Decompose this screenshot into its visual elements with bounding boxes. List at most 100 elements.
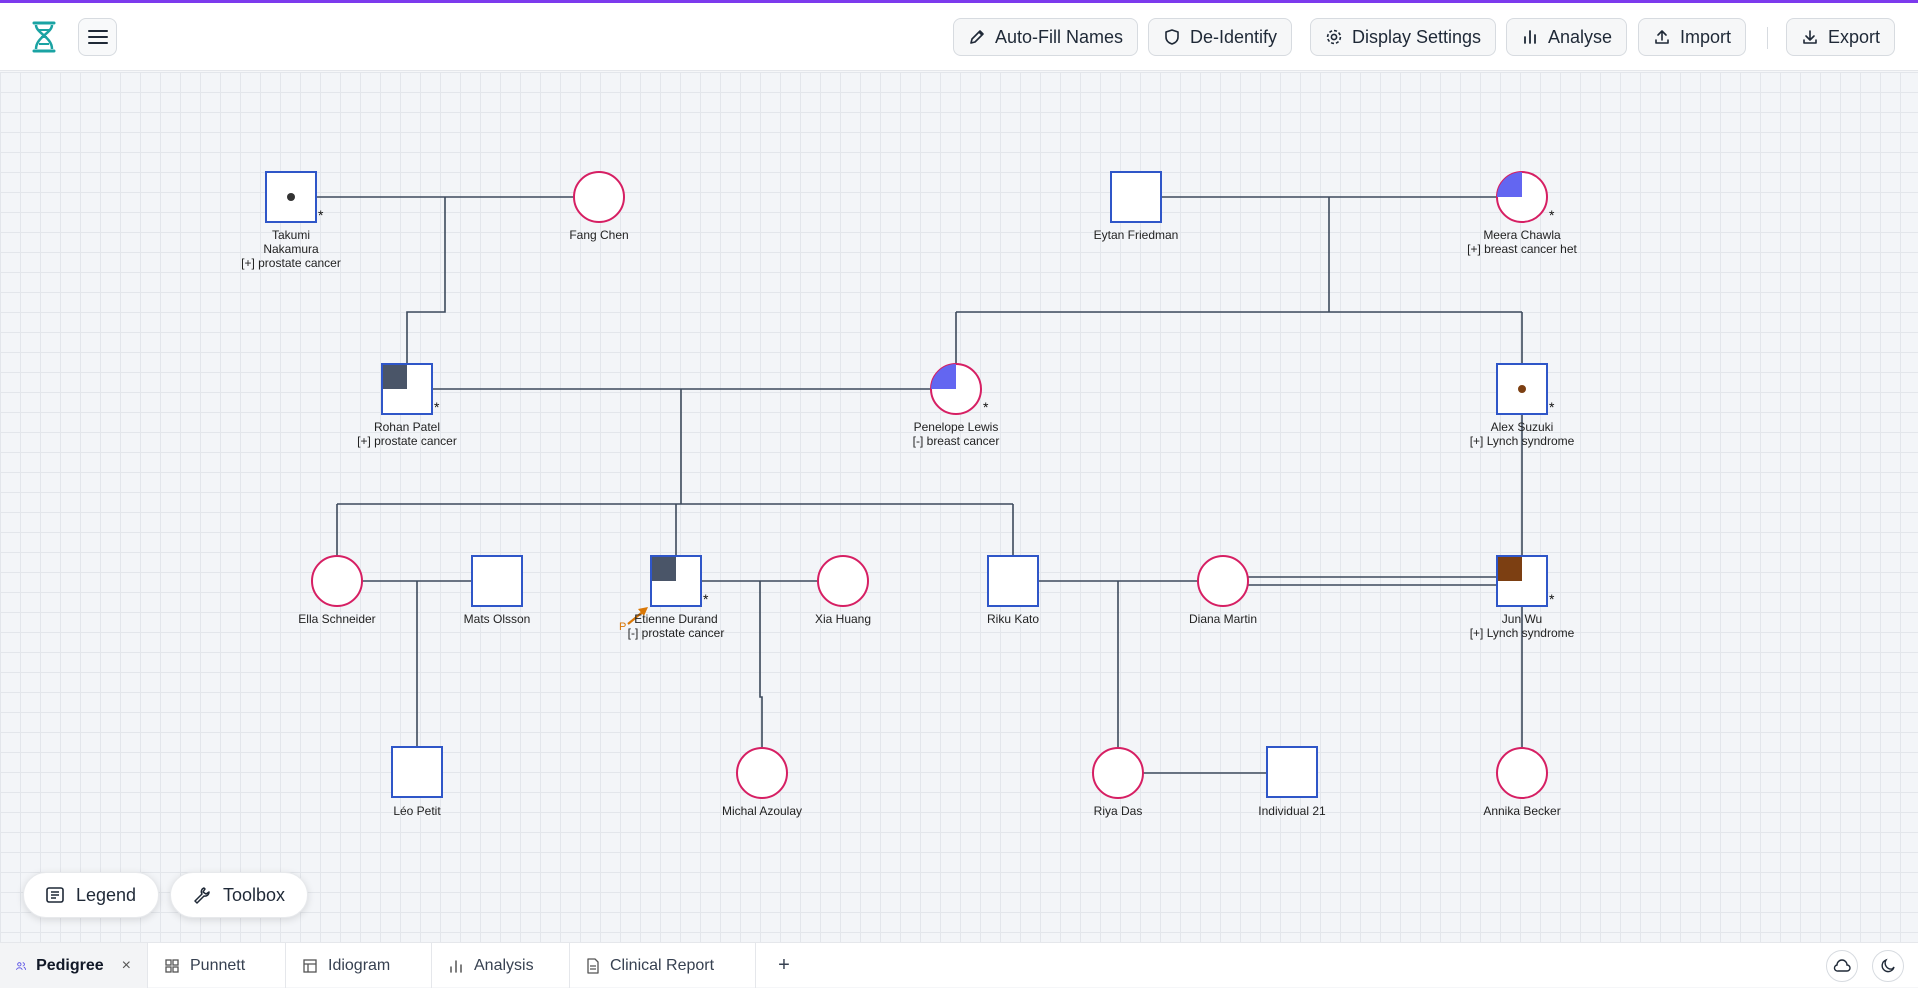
individual-note: [+] prostate cancer [357, 434, 457, 448]
individual-fang[interactable] [573, 171, 625, 223]
label-alex: Alex Suzuki [+] Lynch syndrome [1457, 420, 1587, 448]
moon-icon [1881, 958, 1895, 973]
de-identify-label: De-Identify [1190, 26, 1278, 47]
bar-chart-icon [1524, 30, 1536, 44]
tab-analysis[interactable]: Analysis [432, 943, 570, 988]
individual-name: Etienne Durand [634, 612, 718, 626]
tab-pedigree-label: Pedigree [36, 956, 104, 974]
individual-name: Xia Huang [814, 612, 872, 626]
gear-icon [1326, 29, 1342, 45]
individual-name: Michal Azoulay [721, 804, 803, 818]
individual-name: Mats Olsson [463, 612, 531, 626]
individual-jun[interactable]: * [1496, 555, 1555, 607]
individual-takumi[interactable]: * [265, 171, 324, 223]
individual-note: [+] breast cancer het [1467, 242, 1577, 256]
individual-ella[interactable] [311, 555, 363, 607]
cloud-sync-button[interactable] [1826, 950, 1858, 982]
individual-alex[interactable]: * [1496, 363, 1555, 415]
shield-icon [1165, 29, 1179, 45]
tab-punnett[interactable]: Punnett [148, 943, 286, 988]
wrench-icon [194, 887, 210, 904]
svg-text:P: P [619, 621, 626, 633]
svg-text:*: * [318, 207, 324, 223]
proband-arrow-icon: P [619, 607, 648, 633]
individual-name-line2: Nakamura [263, 242, 319, 256]
individual-penelope[interactable]: * [930, 363, 989, 415]
individual-riku[interactable] [987, 555, 1039, 607]
descent-line [406, 197, 446, 364]
individual-name: Jun Wu [1501, 612, 1543, 626]
individual-name: Takumi [271, 228, 310, 242]
auto-fill-names-button[interactable]: Auto-Fill Names [953, 18, 1139, 56]
label-jun: Jun Wu [+] Lynch syndrome [1457, 612, 1587, 640]
toolbox-button[interactable]: Toolbox [170, 872, 309, 918]
individual-annika[interactable] [1496, 747, 1548, 799]
toolbox-label: Toolbox [223, 884, 286, 905]
individual-note: [+] Lynch syndrome [1469, 626, 1575, 640]
accent-bar [0, 0, 1918, 3]
pencil-icon [970, 30, 984, 44]
label-fang: Fang Chen [539, 228, 659, 242]
document-icon [587, 957, 599, 974]
legend-label: Legend [76, 884, 137, 905]
individual-name: Eytan Friedman [1093, 228, 1179, 242]
svg-text:*: * [434, 399, 440, 415]
hamburger-icon [87, 30, 108, 44]
individual-note: [+] Lynch syndrome [1469, 434, 1575, 448]
individual-leo[interactable] [391, 746, 443, 798]
label-eytan: Eytan Friedman [1076, 228, 1196, 242]
label-riku: Riku Kato [953, 612, 1073, 626]
individual-etienne[interactable]: * [650, 555, 709, 607]
label-takumi: Takumi Nakamura [+] prostate cancer [231, 228, 351, 270]
individual-note: [+] prostate cancer [241, 256, 341, 270]
individual-name: Riya Das [1093, 804, 1143, 818]
label-etienne: Etienne Durand [-] prostate cancer [611, 612, 741, 640]
cloud-icon [1833, 959, 1851, 972]
label-diana: Diana Martin [1163, 612, 1283, 626]
close-tab-icon[interactable]: × [121, 956, 131, 974]
tab-punnett-label: Punnett [190, 956, 246, 974]
label-annika: Annika Becker [1462, 804, 1582, 818]
descent-line [759, 581, 763, 747]
display-settings-button[interactable]: Display Settings [1310, 18, 1497, 56]
auto-fill-names-label: Auto-Fill Names [995, 26, 1124, 47]
analyse-label: Analyse [1548, 26, 1613, 47]
individual-xia[interactable] [817, 555, 869, 607]
dark-mode-toggle[interactable] [1872, 950, 1904, 982]
individual-mats[interactable] [471, 555, 523, 607]
tab-pedigree[interactable]: Pedigree × [0, 943, 148, 988]
add-tab-button[interactable]: + [756, 943, 812, 988]
individual-name: Individual 21 [1258, 804, 1326, 818]
tab-analysis-label: Analysis [474, 956, 534, 974]
app-logo-icon[interactable] [26, 19, 62, 55]
import-button[interactable]: Import [1638, 18, 1747, 56]
individual-eytan[interactable] [1110, 171, 1162, 223]
top-toolbar: Auto-Fill Names De-Identify Display Sett… [0, 3, 1918, 71]
label-individual-21: Individual 21 [1232, 804, 1352, 818]
tab-clinical-report[interactable]: Clinical Report [570, 943, 756, 988]
export-button[interactable]: Export [1786, 18, 1896, 56]
de-identify-button[interactable]: De-Identify [1148, 18, 1293, 56]
individual-rohan[interactable]: * [381, 363, 440, 415]
pedigree-diagram: * * * * * [265, 171, 1555, 799]
legend-button[interactable]: Legend [23, 872, 160, 918]
label-ella: Ella Schneider [277, 612, 397, 626]
pedigree-canvas[interactable]: * * * * * [0, 72, 1918, 942]
analyse-button[interactable]: Analyse [1506, 18, 1628, 56]
individual-diana[interactable] [1197, 555, 1249, 607]
svg-text:*: * [1549, 399, 1555, 415]
individual-name: Penelope Lewis [913, 420, 999, 434]
hamburger-menu-button[interactable] [78, 18, 117, 56]
label-rohan: Rohan Patel [+] prostate cancer [342, 420, 472, 448]
tab-idiogram[interactable]: Idiogram [286, 943, 432, 988]
label-xia: Xia Huang [783, 612, 903, 626]
individual-meera[interactable]: * [1496, 171, 1555, 223]
label-meera: Meera Chawla [+] breast cancer het [1452, 228, 1592, 256]
label-leo: Léo Petit [357, 804, 477, 818]
individual-21[interactable] [1266, 746, 1318, 798]
bottom-tab-bar: Pedigree × Punnett Idiogram Analysis Cli… [0, 942, 1918, 988]
individual-michal[interactable] [736, 747, 788, 799]
individual-note: [-] breast cancer [912, 434, 1000, 448]
individual-riya[interactable] [1092, 747, 1144, 799]
individual-name: Riku Kato [986, 612, 1040, 626]
